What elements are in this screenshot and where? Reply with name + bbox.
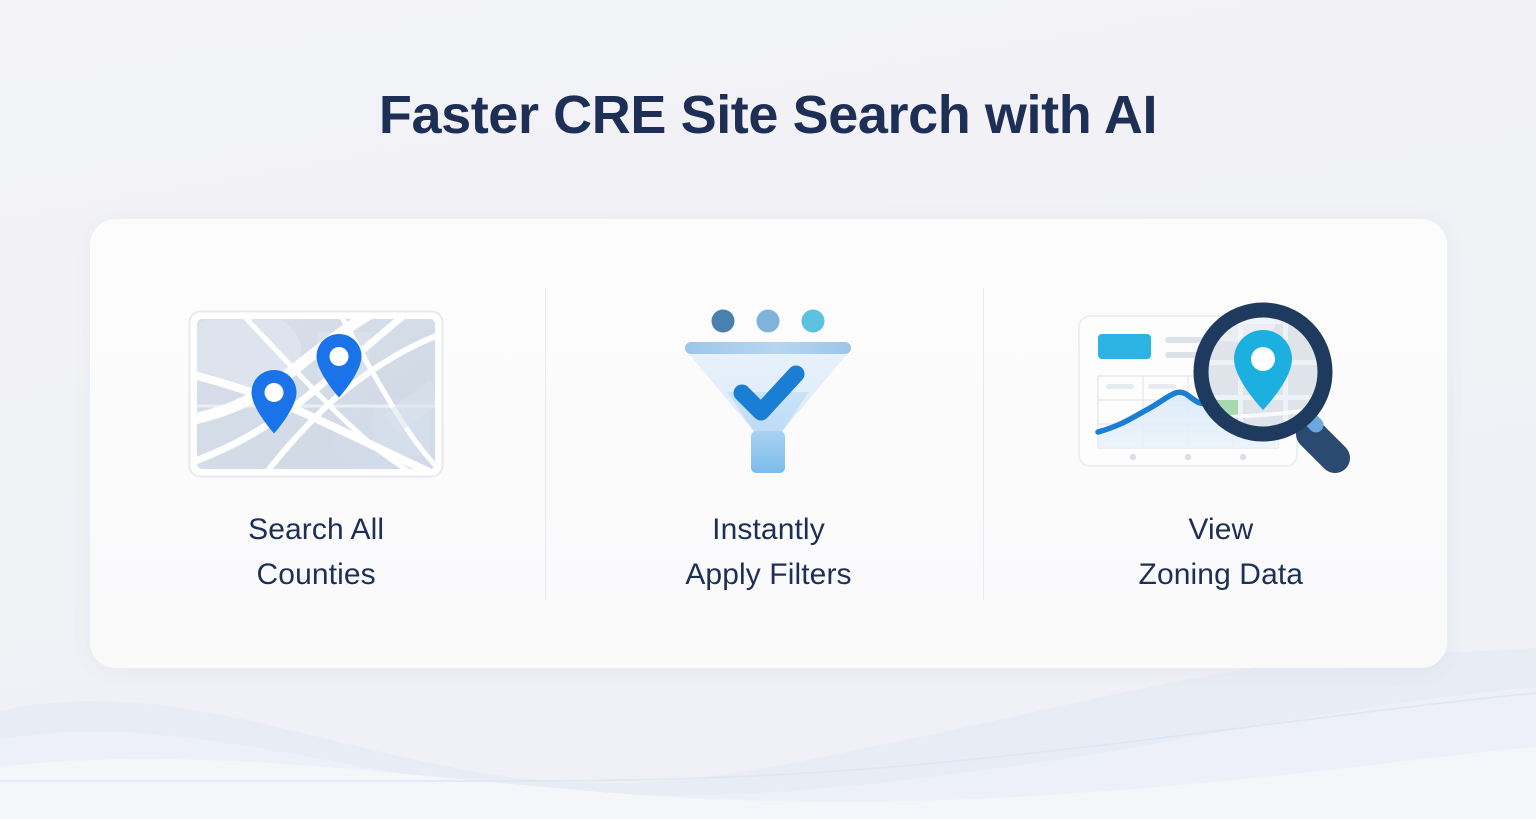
check-icon bbox=[733, 365, 805, 421]
column-divider-1 bbox=[545, 288, 546, 600]
funnel-dot-3 bbox=[801, 309, 825, 333]
zoning-map-pin bbox=[1233, 329, 1292, 410]
map-with-pins-icon bbox=[166, 304, 466, 484]
funnel-dot-2 bbox=[756, 309, 780, 333]
feature-label-3-line2: Zoning Data bbox=[1138, 558, 1304, 591]
feature-label-2-line1: Instantly bbox=[712, 513, 825, 546]
funnel-filter-check-icon bbox=[618, 304, 918, 484]
column-divider-2 bbox=[983, 288, 984, 600]
feature-column-instantly-apply-filters: Instantly Apply Filters bbox=[542, 219, 994, 668]
feature-label-1-line1: Search All bbox=[248, 513, 385, 546]
magnifier-over-dashboard-icon bbox=[1071, 302, 1371, 484]
funnel-dot-1 bbox=[711, 309, 735, 333]
background-wave-decoration bbox=[0, 649, 1536, 819]
feature-column-search-all-counties: Search All Counties bbox=[90, 219, 542, 668]
badge bbox=[1097, 333, 1151, 359]
page-title: Faster CRE Site Search with AI bbox=[378, 85, 1158, 145]
feature-column-view-zoning-data: View Zoning Data bbox=[995, 219, 1447, 668]
feature-label-2: Instantly Apply Filters bbox=[685, 507, 851, 597]
feature-label-3-line1: View bbox=[1188, 513, 1254, 546]
feature-label-2-line2: Apply Filters bbox=[685, 558, 852, 591]
feature-label-1-line2: Counties bbox=[256, 558, 376, 591]
pagination-dots bbox=[1129, 453, 1247, 460]
feature-label-1: Search All Counties bbox=[248, 507, 384, 597]
feature-label-3: View Zoning Data bbox=[1139, 507, 1304, 597]
map-pin-left bbox=[251, 370, 297, 434]
features-card: Search All Counties bbox=[90, 219, 1447, 668]
map-pin-right bbox=[316, 334, 362, 398]
